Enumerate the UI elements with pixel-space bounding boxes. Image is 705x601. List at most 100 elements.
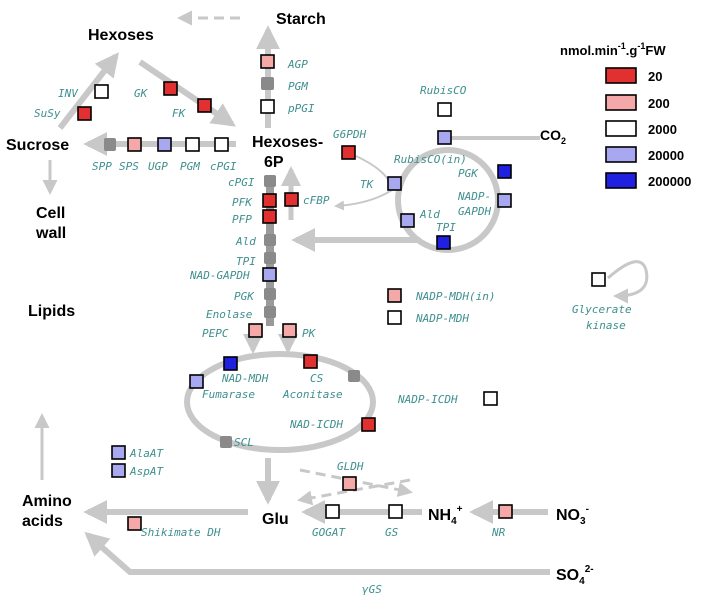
metabolite-labels: Hexoses Starch Sucrose Cell wall Hexoses… — [6, 11, 594, 587]
enz-nad-gapdh: NAD-GAPDH — [189, 269, 250, 282]
node-amino: Amino — [22, 493, 72, 510]
enz-gldh: GLDH — [337, 460, 364, 473]
box-nad-mdh — [223, 356, 238, 371]
enz-spp: SPP — [92, 160, 112, 173]
enz-glycerate-a: Glycerate — [572, 303, 632, 316]
box-aspat — [111, 463, 126, 478]
node-lipids: Lipids — [28, 303, 75, 320]
enz-tk: TK — [360, 178, 375, 191]
legend-swatch-200000 — [605, 172, 637, 189]
enz-nadp-mdh: NADP-MDH — [415, 312, 469, 325]
box-ppgi — [260, 99, 275, 114]
box-rubisco — [437, 102, 452, 117]
box-gogat — [325, 504, 340, 519]
node-hexoses: Hexoses — [88, 27, 154, 44]
box-alaat — [111, 445, 126, 460]
enz-shikimate: Shikimate DH — [141, 526, 221, 539]
enz-pgk: PGK — [458, 167, 479, 180]
box-tk — [387, 176, 402, 191]
legend-label-20000: 20000 — [648, 148, 684, 163]
enz-aspat: AspAT — [129, 465, 164, 478]
box-pepc — [248, 323, 263, 338]
enz-pgm2: PGM — [180, 160, 200, 173]
enz-nad-mdh: NAD-MDH — [221, 372, 269, 385]
enz-susy: SuSy — [34, 107, 61, 120]
enz-fumarase: Fumarase — [202, 388, 255, 401]
node-co2: CO2 — [540, 127, 566, 146]
arrow-so4-aa — [84, 531, 550, 575]
enz-fk: FK — [172, 107, 187, 120]
box-nadp-mdh-in — [387, 288, 402, 303]
enz-glycerate-b: kinase — [586, 319, 626, 332]
box-nadp-gapdh — [497, 193, 512, 208]
legend-swatch-200 — [605, 94, 637, 111]
box-ald-r — [400, 213, 415, 228]
enz-nadp-icdh: NADP-ICDH — [397, 393, 458, 406]
enz-nad-icdh: NAD-ICDH — [289, 418, 343, 431]
box-inv — [94, 84, 109, 99]
enz-cfbp: cFBP — [303, 194, 330, 207]
box-shikimate — [127, 516, 142, 531]
legend-label-200: 200 — [648, 96, 670, 111]
box-cpgi2 — [264, 175, 276, 187]
enz-pfk: PFK — [232, 196, 253, 209]
enz-ppgi: pPGI — [287, 102, 315, 115]
activity-boxes — [77, 54, 606, 531]
tca-cycle — [184, 351, 376, 453]
box-susy — [77, 106, 92, 121]
enz-rubisco: RubisCO — [420, 84, 467, 97]
box-nad-gapdh — [262, 267, 277, 282]
box-tpi-r — [436, 235, 451, 250]
node-cell: Cell — [36, 205, 65, 222]
box-pgm — [261, 77, 274, 90]
node-nh4: NH4+ — [428, 504, 463, 527]
enz-alaat: AlaAT — [129, 447, 164, 460]
legend-swatch-20000 — [605, 146, 637, 163]
enz-pgm: PGM — [288, 80, 308, 93]
box-ugp — [157, 137, 172, 152]
box-agp — [260, 54, 275, 69]
box-cpgi — [214, 137, 229, 152]
enz-tpi: TPI — [236, 255, 256, 268]
arrow-hexoses-hexoses6p — [138, 59, 236, 127]
legend-swatch-20 — [605, 67, 637, 84]
arrow-glycerate-loop — [607, 260, 649, 304]
enz-pk: PK — [302, 327, 317, 340]
enz-cs: CS — [310, 372, 324, 385]
node-glu: Glu — [262, 511, 289, 528]
box-fumarase — [189, 374, 204, 389]
box-gldh — [342, 476, 357, 491]
enz-gk: GK — [134, 87, 149, 100]
enz-sps: SPS — [119, 160, 139, 173]
box-nadp-icdh — [483, 391, 498, 406]
box-spp — [104, 138, 116, 151]
legend-label-2000: 2000 — [648, 122, 677, 137]
node-so4: SO42- — [556, 564, 594, 587]
box-aconitase — [348, 370, 360, 382]
enz-enolase: Enolase — [206, 308, 253, 321]
enz-cpgi: cPGI — [210, 160, 237, 173]
node-acids: acids — [22, 513, 63, 530]
enz-gs: GS — [385, 526, 399, 539]
box-fk — [197, 98, 212, 113]
enz-g6pdh: G6PDH — [333, 128, 366, 141]
box-cfbp — [284, 192, 299, 207]
node-hexoses6p-a: Hexoses- — [252, 134, 323, 151]
node-starch: Starch — [276, 11, 326, 28]
enz-ald: Ald — [235, 235, 256, 248]
box-pgm2 — [185, 137, 200, 152]
enz-nadp-gapdh-a: NADP- — [457, 190, 491, 203]
box-pfp — [262, 209, 277, 224]
enz-gogat: GOGAT — [312, 526, 346, 539]
legend-title: nmol.min-1.g-1FW — [560, 41, 666, 58]
box-glycerate-kinase — [591, 272, 606, 287]
box-enolase — [264, 306, 276, 318]
box-gs — [388, 504, 403, 519]
enz-pfp: PFP — [232, 213, 252, 226]
enz-nr: NR — [491, 526, 506, 539]
legend: nmol.min-1.g-1FW 20 200 2000 20000 20000… — [560, 41, 691, 189]
box-sps — [127, 137, 142, 152]
box-rubisco-in — [437, 130, 452, 145]
